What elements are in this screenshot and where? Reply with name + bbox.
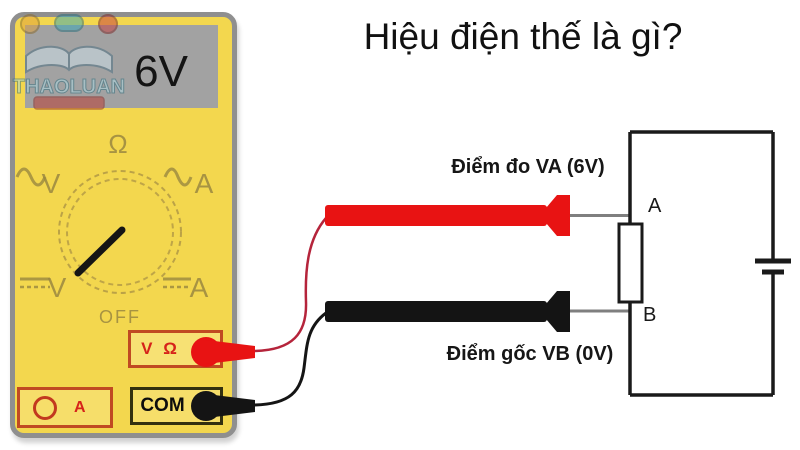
node-b-label: B xyxy=(643,304,656,326)
red-probe xyxy=(325,195,570,236)
display-value: 6V xyxy=(134,47,188,96)
black-probe xyxy=(325,291,570,332)
dc-voltage-range-label: V xyxy=(48,272,67,303)
watermark-logo: THAOLUAN xyxy=(12,10,127,110)
logo-badge-icon xyxy=(98,14,118,34)
watermark-brand: THAOLUAN xyxy=(13,76,125,98)
dial-needle xyxy=(74,226,126,277)
sine-wave-icon xyxy=(15,167,47,187)
resistor xyxy=(617,222,644,304)
multimeter: 6V Ω V A V A OFF xyxy=(10,12,237,438)
circuit-loop xyxy=(628,130,775,397)
reference-point-label: Điểm gốc VB (0V) xyxy=(446,343,614,365)
current-port: A xyxy=(17,387,113,428)
ac-current-range-label: A xyxy=(195,168,214,199)
black-test-lead-wire xyxy=(254,311,327,407)
sine-wave-icon xyxy=(163,167,193,187)
off-position-label: OFF xyxy=(99,307,141,327)
selector-dial: Ω V A V A OFF xyxy=(15,129,214,327)
black-banana-plug xyxy=(191,391,255,421)
logo-ribbon-icon xyxy=(33,96,105,110)
multimeter-display: 6V xyxy=(25,25,218,108)
logo-speech-bubble-icon xyxy=(54,14,84,32)
ohm-range-label: Ω xyxy=(108,129,127,159)
node-a-label: A xyxy=(648,195,662,217)
measure-point-label: Điểm đo VA (6V) xyxy=(451,156,605,178)
red-banana-plug xyxy=(191,337,255,367)
page-title: Hiệu điện thế là gì? xyxy=(363,16,683,57)
volt-ohm-port-label: V Ω xyxy=(141,339,180,358)
com-port-label: COM xyxy=(140,395,185,416)
dial-outer-ring xyxy=(58,170,182,294)
current-port-label: A xyxy=(74,398,86,416)
logo-badge-icon xyxy=(20,14,40,34)
dial-inner-ring xyxy=(66,178,174,286)
red-test-lead-wire xyxy=(254,217,327,353)
ac-voltage-range-label: V xyxy=(42,168,61,199)
battery-icon xyxy=(755,258,791,275)
dc-current-range-label: A xyxy=(190,272,209,303)
current-jack-icon xyxy=(33,395,57,420)
